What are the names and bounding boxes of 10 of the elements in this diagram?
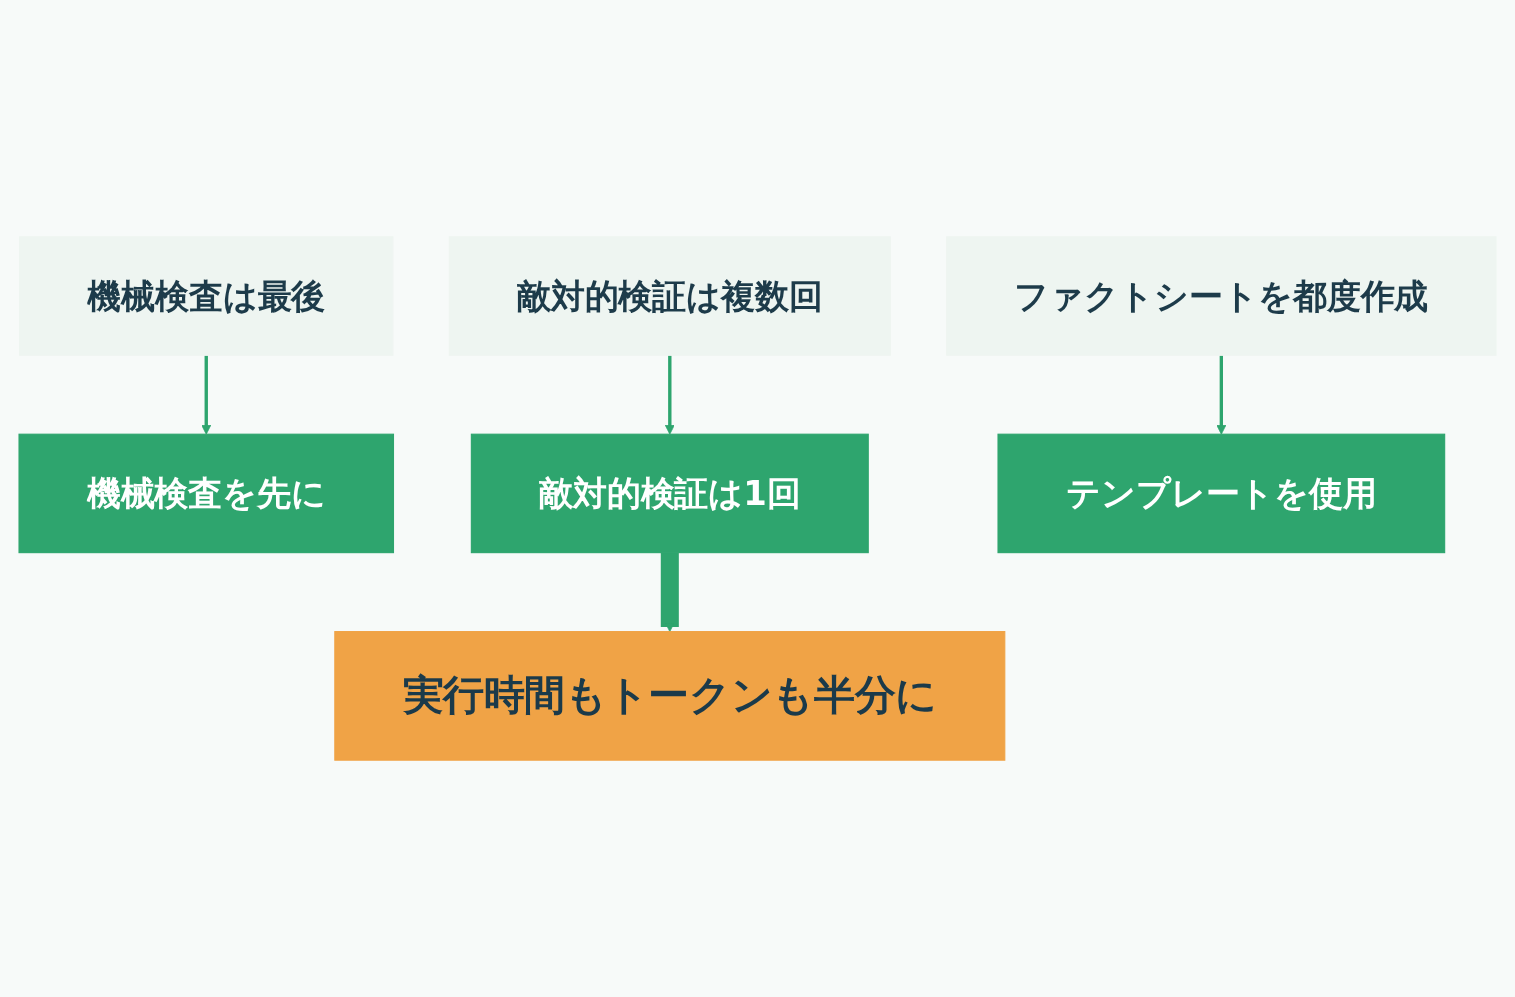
arrow [664, 355, 675, 435]
arrow [1216, 355, 1227, 435]
node-box: 敵対的検証は1回 [470, 433, 869, 554]
node-box: 機械検査は最後 [19, 236, 394, 356]
node-box: 実行時間もトークンも半分に [334, 631, 1006, 761]
arrow [201, 355, 212, 435]
node-box: 敵対的検証は複数回 [448, 236, 891, 356]
node-box: 機械検査を先に [18, 433, 395, 554]
node-box: テンプレートを使用 [997, 433, 1446, 554]
node-box: ファクトシートを都度作成 [946, 236, 1497, 356]
